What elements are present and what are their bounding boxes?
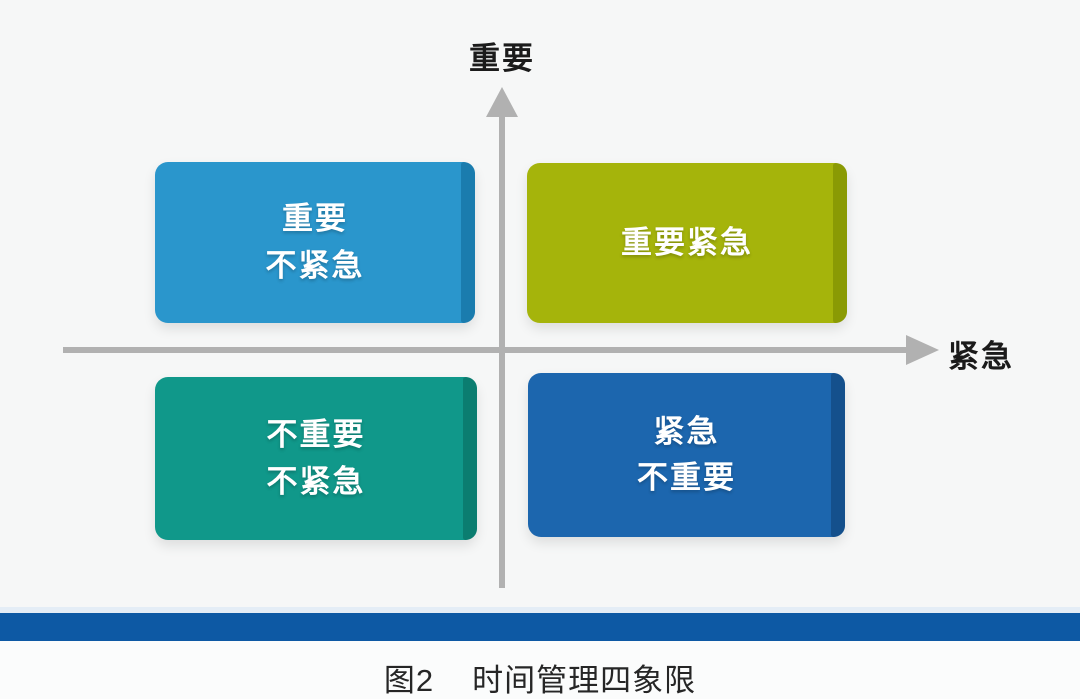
y-axis-label: 重要 — [469, 41, 535, 76]
quadrant-label-line: 不重要 — [637, 460, 736, 495]
quadrant-label-line: 重要紧急 — [621, 224, 753, 260]
x-axis-label: 紧急 — [948, 339, 1014, 374]
quadrant-important-urgent: 重要紧急 — [527, 163, 847, 323]
quadrant-not-important-not-urgent: 不重要 不紧急 — [155, 377, 477, 540]
quadrant-label-line: 不紧急 — [266, 463, 366, 499]
quadrant-3d-edge — [463, 377, 477, 540]
horizontal-axis-line — [63, 347, 908, 353]
quadrant-label-line: 不紧急 — [265, 247, 365, 283]
figure-caption-number: 图2 — [383, 663, 435, 698]
quadrant-3d-edge — [831, 373, 845, 537]
right-arrow-icon — [906, 335, 939, 365]
quadrant-label-line: 紧急 — [653, 413, 720, 449]
up-arrow-icon — [486, 87, 518, 117]
quadrant-label-line: 不重要 — [266, 417, 366, 453]
quadrant-important-not-urgent: 重要 不紧急 — [155, 162, 475, 323]
footer-bar-highlight — [0, 607, 1080, 613]
quadrant-3d-edge — [461, 162, 475, 323]
figure-caption: 图2 时间管理四象限 — [0, 655, 1080, 699]
quadrant-urgent-not-important: 紧急 不重要 — [528, 373, 845, 537]
quadrant-3d-edge — [833, 163, 847, 323]
footer-divider-bar — [0, 613, 1080, 641]
quadrant-label-line: 重要 — [282, 201, 348, 237]
figure-caption-title: 时间管理四象限 — [472, 663, 697, 698]
footer-background — [0, 641, 1080, 699]
